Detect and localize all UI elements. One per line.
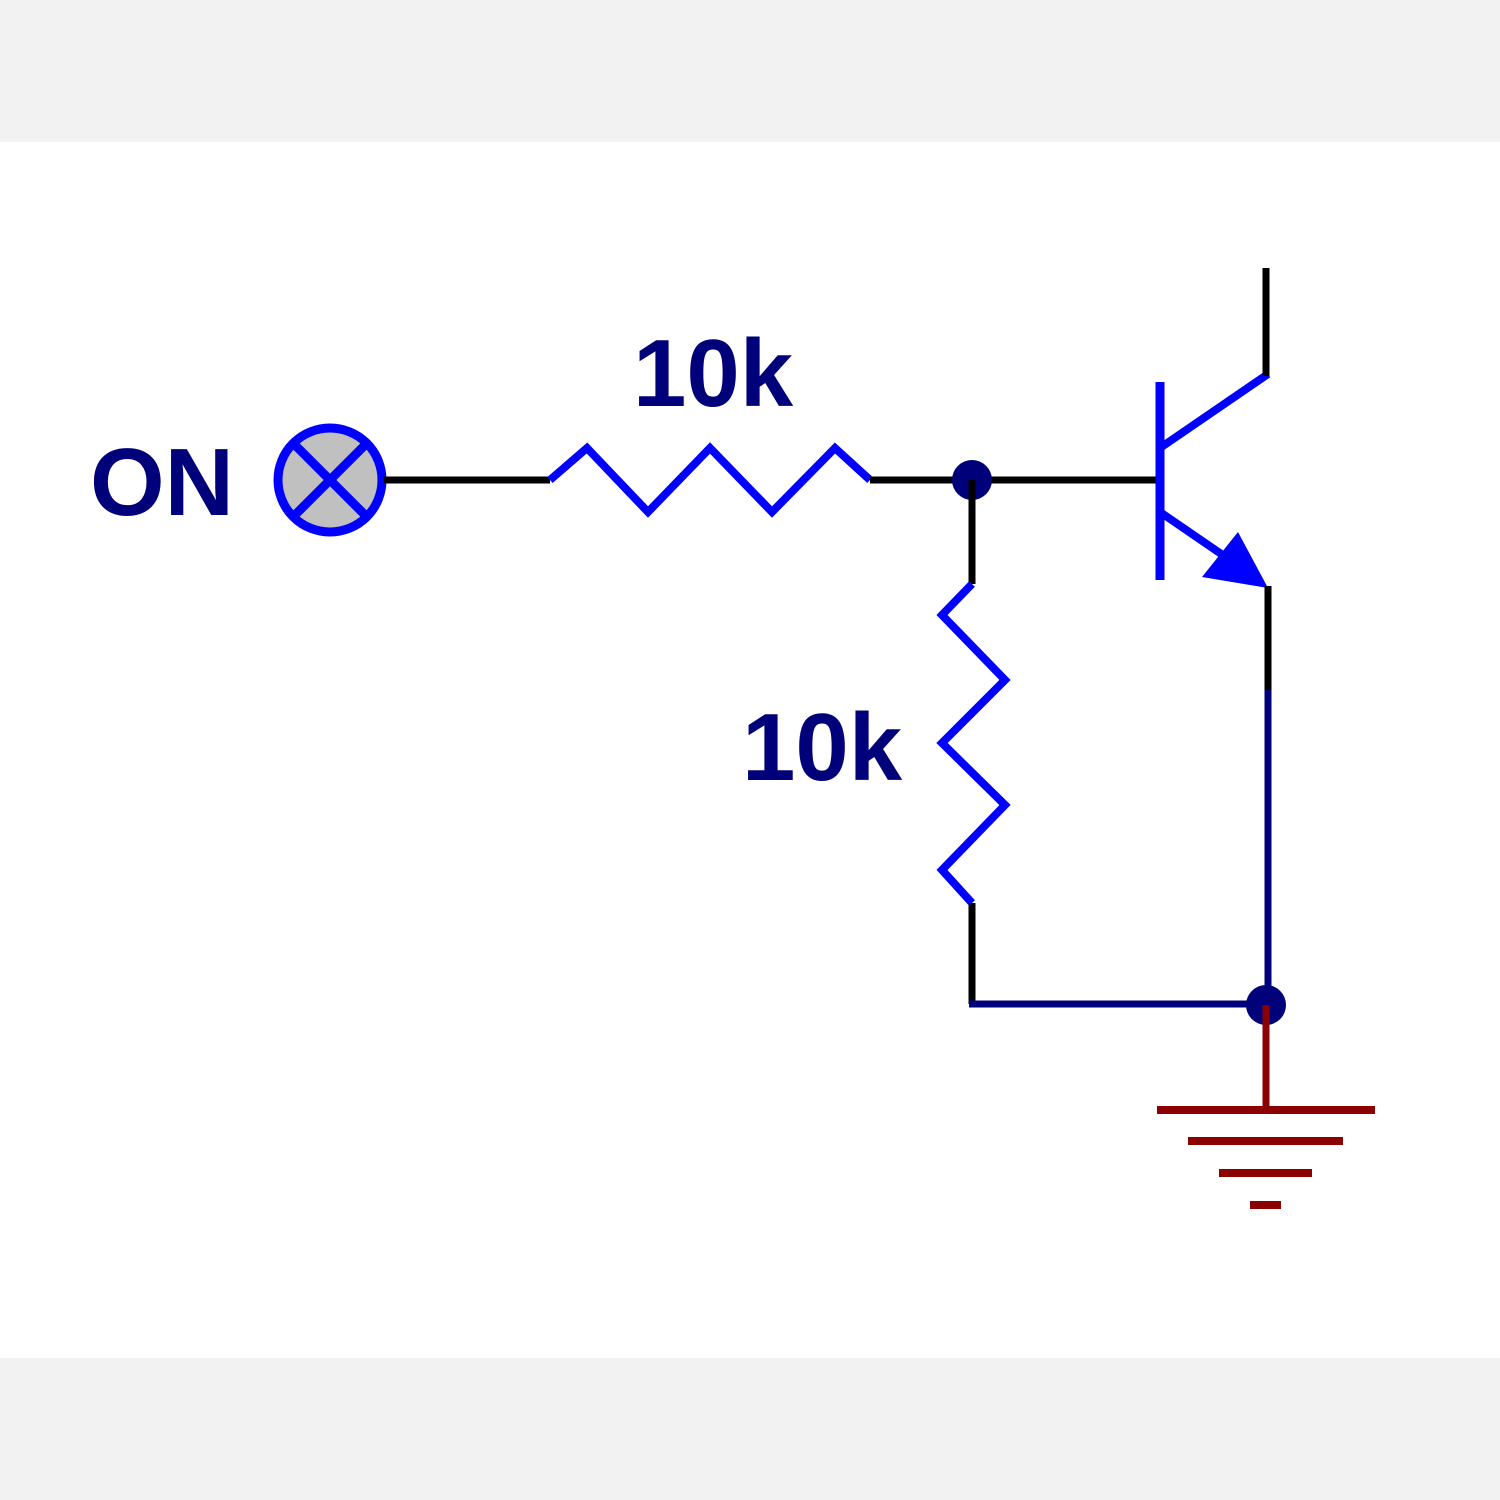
r1-value-label: 10k bbox=[633, 320, 794, 427]
npn-transistor-icon bbox=[1155, 370, 1271, 588]
ground-icon bbox=[1157, 1005, 1375, 1209]
input-label: ON bbox=[90, 429, 234, 536]
lamp-x-icon bbox=[273, 423, 387, 537]
sheet-background bbox=[0, 142, 1500, 1358]
resistor-r2 bbox=[936, 581, 1011, 906]
r2-value-label: 10k bbox=[742, 694, 903, 801]
resistor-r1 bbox=[547, 442, 873, 518]
